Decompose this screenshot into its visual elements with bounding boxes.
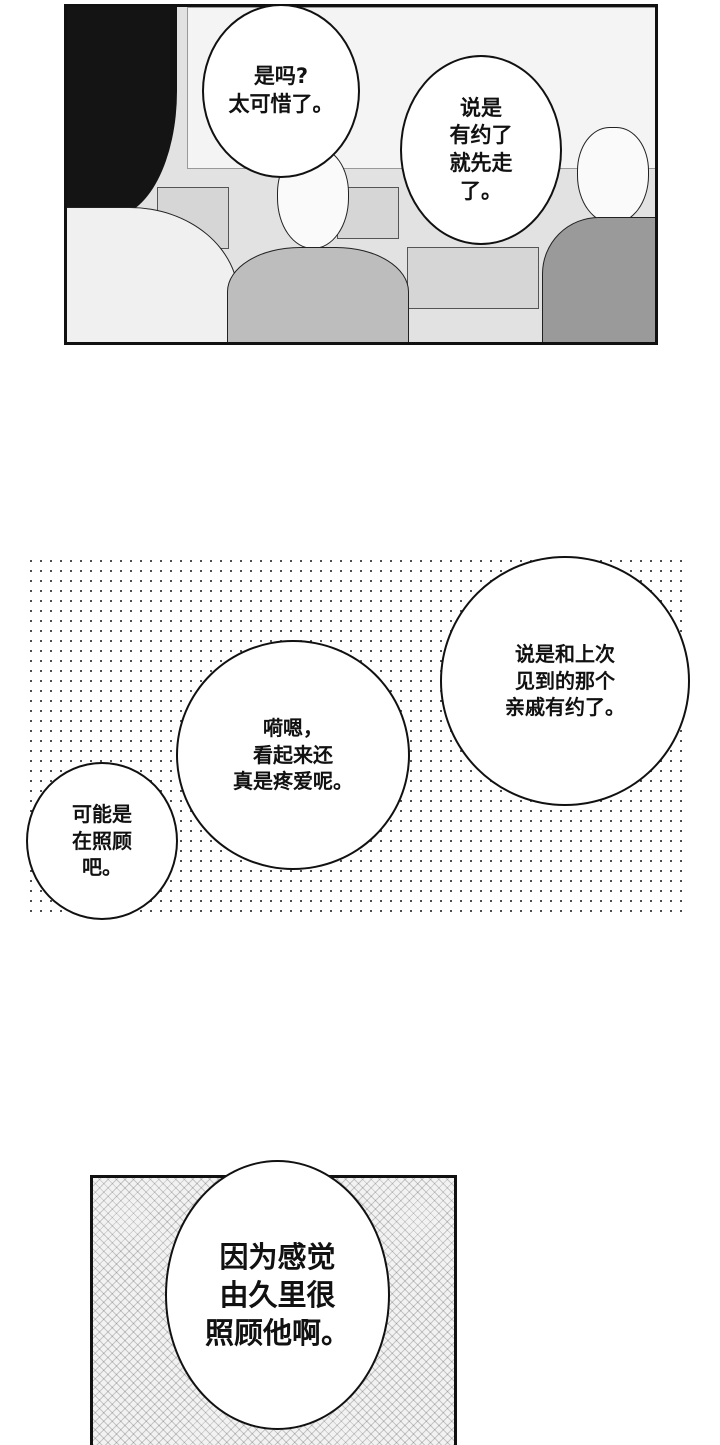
dialogue-text: 说是和上次 见到的那个 亲戚有约了。 [505, 642, 625, 720]
right-character-face [577, 127, 649, 224]
speech-bubble: 因为感觉 由久里很 照顾他啊。 [165, 1160, 390, 1430]
speech-bubble: 是吗? 太可惜了。 [202, 4, 360, 178]
dialogue-text: 因为感觉 由久里很 照顾他啊。 [204, 1239, 350, 1351]
foreground-dark-hair [67, 7, 177, 217]
right-character-shirt [542, 217, 655, 342]
speech-bubble: 可能是 在照顾 吧。 [26, 762, 178, 920]
speech-bubble: 嗬嗯， 看起来还 真是疼爱呢。 [176, 640, 410, 870]
dialogue-text: 是吗? 太可惜了。 [228, 64, 334, 116]
comic-panel-1 [64, 4, 658, 345]
speech-bubble: 说是和上次 见到的那个 亲戚有约了。 [440, 556, 690, 806]
center-character-shirt [227, 247, 409, 342]
dialogue-text: 说是 有约了 就先走 了。 [449, 95, 513, 203]
background-table [407, 247, 539, 309]
dialogue-text: 嗬嗯， 看起来还 真是疼爱呢。 [233, 716, 353, 794]
speech-bubble: 说是 有约了 就先走 了。 [400, 55, 562, 245]
dialogue-text: 可能是 在照顾 吧。 [72, 802, 132, 880]
